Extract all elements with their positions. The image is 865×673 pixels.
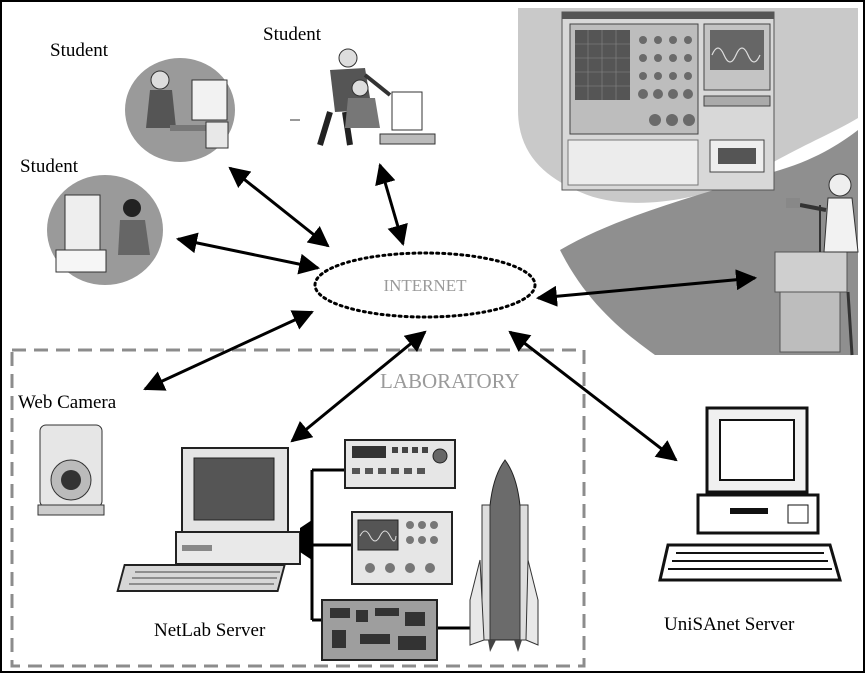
arrow-student-3 [175, 232, 321, 275]
student-2-illustration [290, 48, 436, 146]
oscilloscope-illustration [351, 511, 453, 585]
arrow-unisanet-server [508, 330, 678, 462]
laboratory-label: LABORATORY [380, 369, 520, 393]
space-shuttle-illustration [469, 459, 539, 652]
arrow-remote-lab [535, 269, 758, 307]
student-1-illustration [125, 58, 235, 162]
web-camera-illustration [37, 424, 105, 516]
presenter-figure [774, 173, 859, 356]
instrument-panel-screenshot [561, 11, 775, 191]
internet-cloud [313, 251, 537, 319]
connection-arrows [143, 162, 758, 462]
arrow-student-2 [375, 162, 408, 247]
netlab-server-label: NetLab Server [154, 620, 266, 641]
unisanet-server-label: UniSAnet Server [664, 614, 795, 635]
netlab-server-illustration [116, 447, 301, 592]
arrow-web-camera [143, 310, 314, 391]
student-label-3: Student [20, 156, 79, 177]
arrow-netlab-server [290, 330, 427, 443]
internet-label: INTERNET [383, 276, 467, 295]
student-3-illustration [47, 175, 163, 285]
student-label-2: Student [263, 24, 322, 45]
student-label-1: Student [50, 40, 109, 61]
unisanet-server-illustration [658, 406, 842, 582]
function-generator-illustration [344, 439, 456, 489]
remote-lab-scene [518, 8, 859, 356]
web-camera-label: Web Camera [18, 392, 117, 413]
circuit-board-illustration [321, 599, 438, 661]
